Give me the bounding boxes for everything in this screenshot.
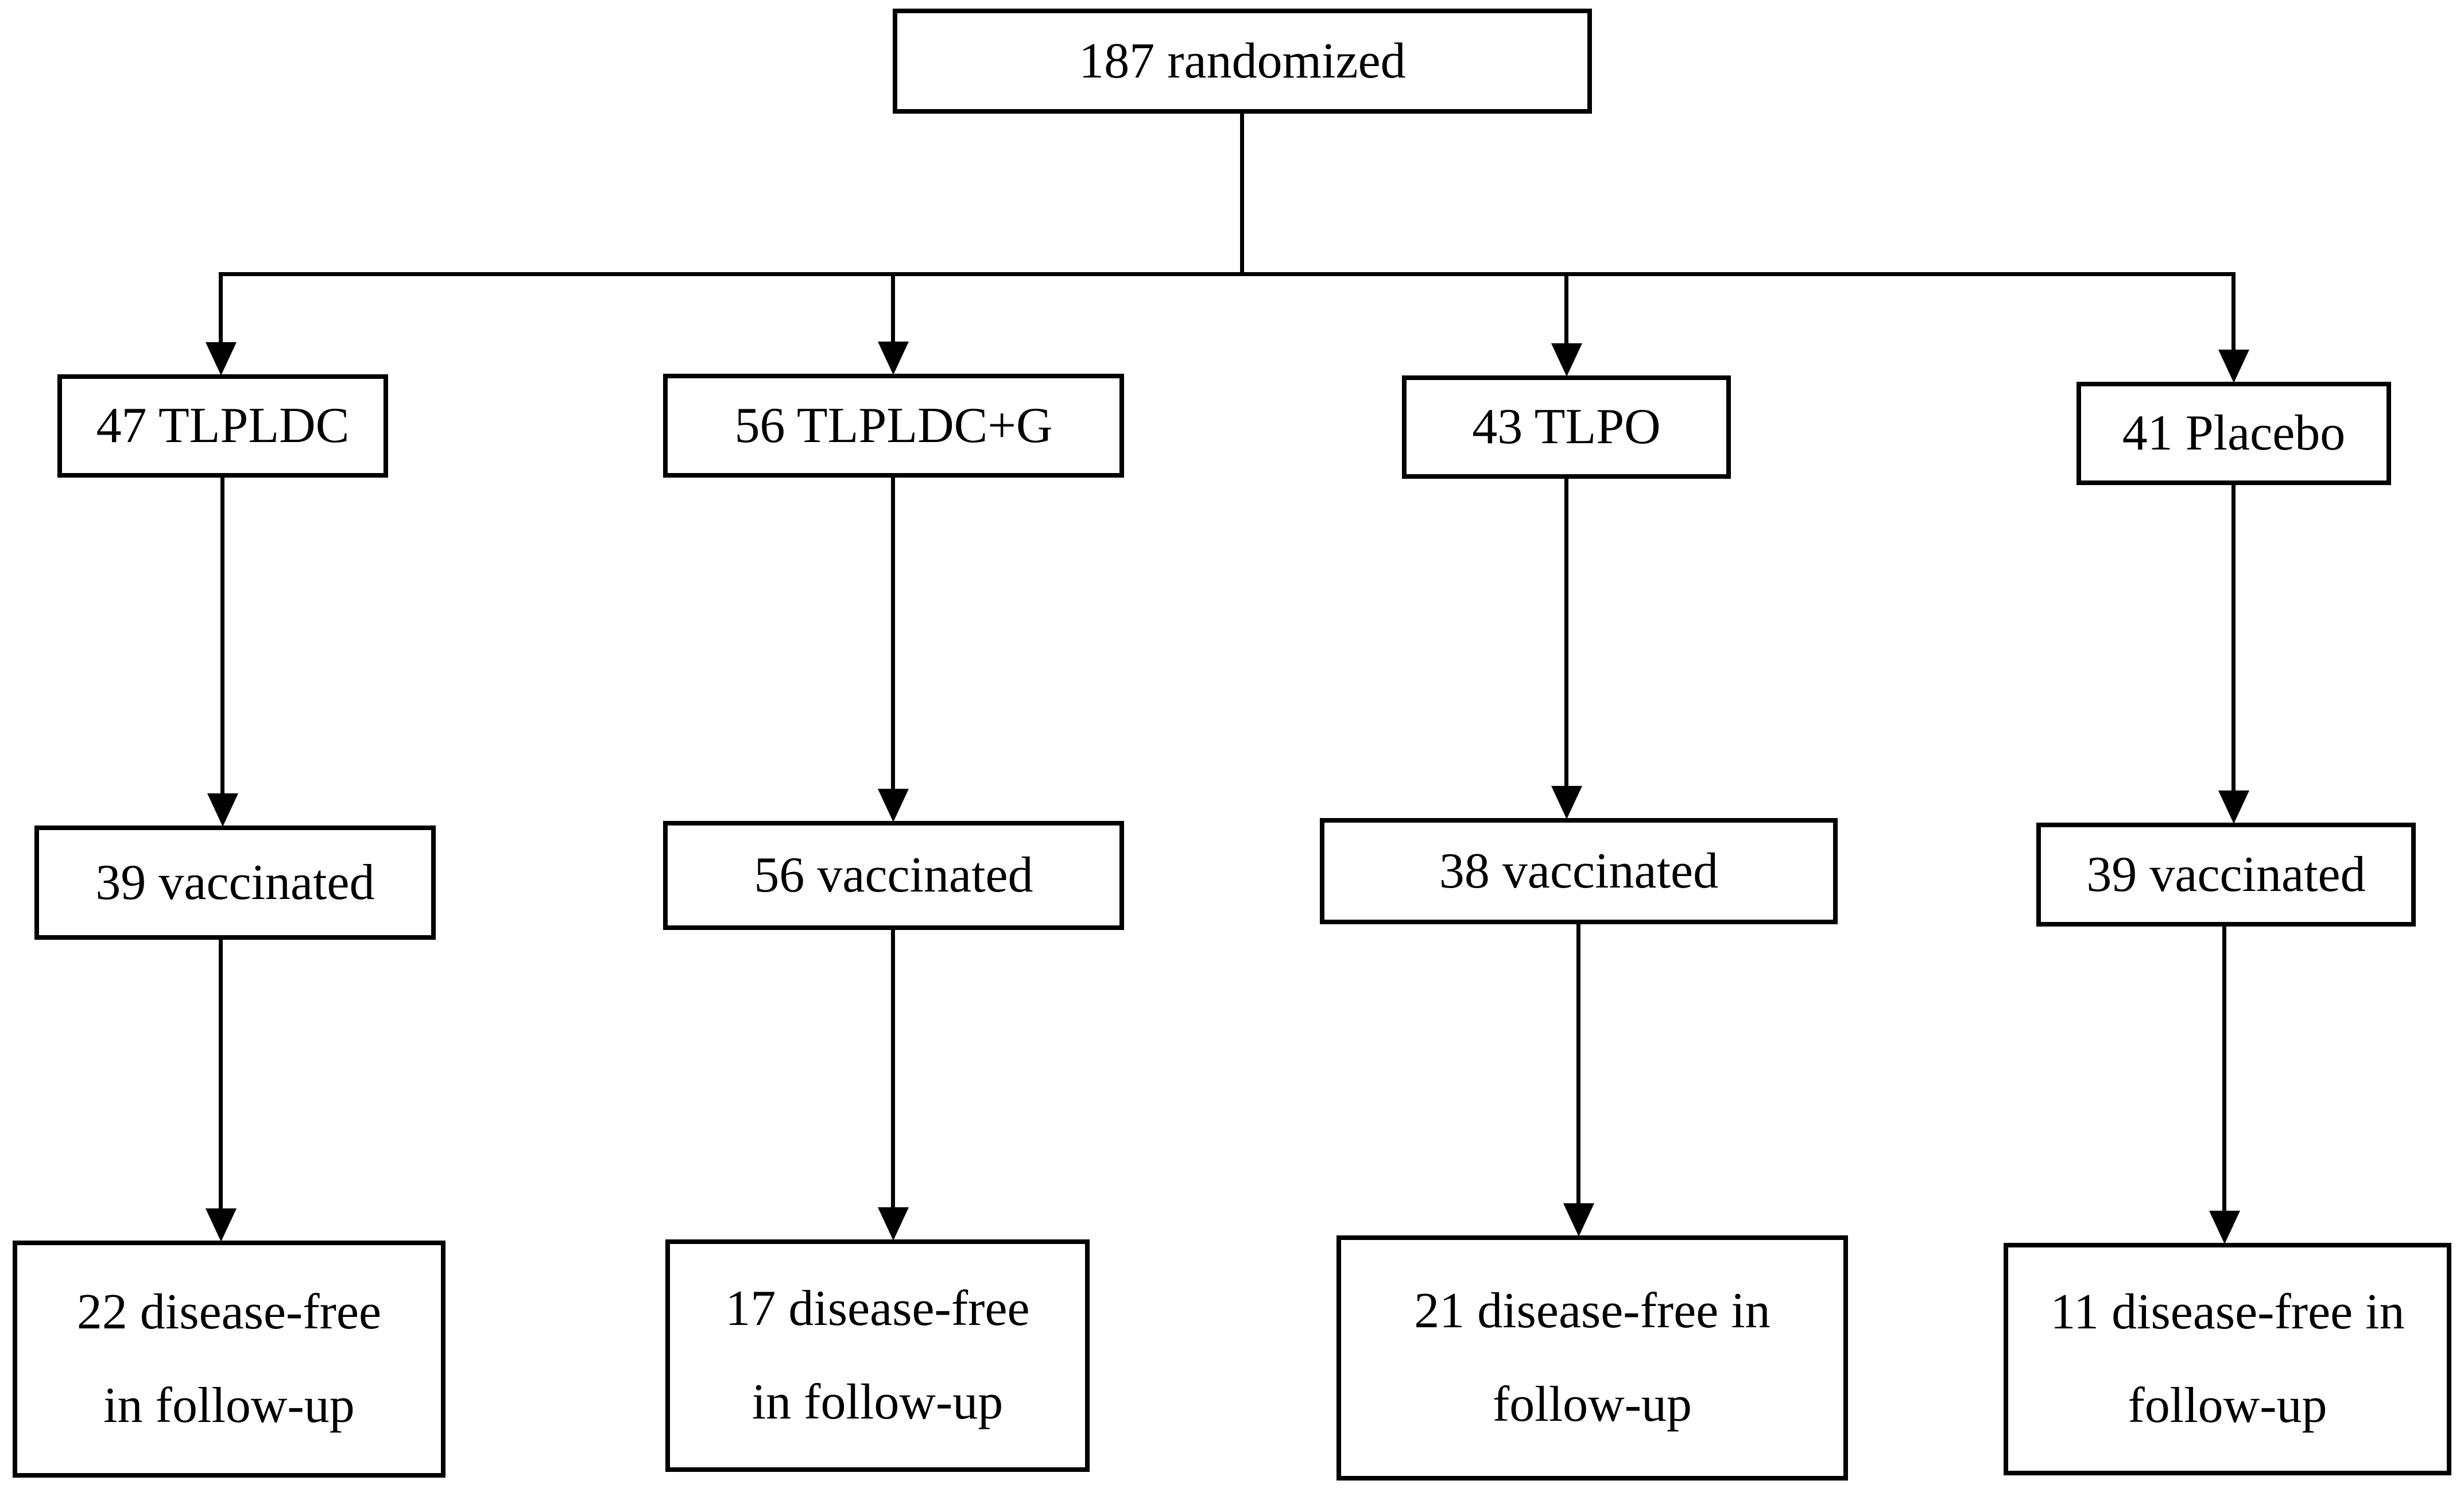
connector-rail-to-assigned-tlpo [1564,272,1568,346]
node-randomized: 187 randomized [893,9,1592,114]
node-vaccinated-placebo: 39 vaccinated [2036,823,2416,927]
connector-vaccinated-to-disease-free-placebo [2222,927,2226,1216]
node-assigned-tlpldc: 47 TLPLDC [57,374,388,478]
arrowhead-vaccinated-tlpldc-g [878,789,909,822]
node-disease-free-tlpldc-g-line1: 17 disease-free [725,1280,1030,1336]
node-disease-free-placebo: 11 disease-free in follow-up [2004,1243,2451,1475]
arrowhead-vaccinated-placebo [2218,790,2249,824]
arrowhead-assigned-tlpldc-g [878,342,909,375]
connector-rail-to-assigned-placebo [2231,272,2236,352]
node-disease-free-placebo-line1: 11 disease-free in [2050,1284,2405,1340]
node-disease-free-tlpldc-line1: 22 disease-free [76,1284,382,1340]
node-vaccinated-tlpo-label: 38 vaccinated [1439,843,1719,899]
node-assigned-placebo: 41 Placebo [2076,382,2391,485]
node-vaccinated-tlpldc: 39 vaccinated [34,826,436,940]
arrowhead-vaccinated-tlpo [1551,786,1582,819]
connector-root-stem [1240,114,1244,274]
connector-assigned-to-vaccinated-placebo [2231,485,2236,796]
connector-vaccinated-to-disease-free-tlpldc [219,940,223,1214]
arrowhead-disease-free-tlpo [1563,1203,1594,1237]
node-assigned-placebo-label: 41 Placebo [2122,405,2346,462]
node-disease-free-tlpo-line1: 21 disease-free in [1414,1282,1770,1339]
connector-assigned-to-vaccinated-tlpo [1564,479,1568,792]
node-assigned-tlpldc-g: 56 TLPLDC+G [663,374,1124,478]
node-vaccinated-tlpldc-g: 56 vaccinated [663,821,1124,930]
arrowhead-assigned-tlpo [1551,343,1582,377]
node-disease-free-tlpldc-g: 17 disease-free in follow-up [665,1239,1090,1472]
arrowhead-assigned-tlpldc [206,342,237,375]
node-assigned-tlpo: 43 TLPO [1402,375,1731,479]
node-disease-free-tlpldc-line2: in follow-up [103,1377,355,1433]
arrowhead-disease-free-tlpldc-g [878,1207,909,1241]
node-assigned-tlpldc-label: 47 TLPLDC [96,398,350,454]
connector-assigned-to-vaccinated-tlpldc [220,478,224,799]
arrowhead-assigned-placebo [2218,350,2249,383]
connector-assigned-to-vaccinated-tlpldc-g [891,478,895,795]
connector-rail-to-assigned-tlpldc [219,272,223,344]
node-disease-free-tlpldc-g-line2: in follow-up [751,1374,1004,1430]
node-disease-free-tlpldc: 22 disease-free in follow-up [13,1241,445,1478]
arrowhead-disease-free-tlpldc [206,1208,237,1242]
connector-vaccinated-to-disease-free-tlpo [1576,924,1580,1209]
arrowhead-vaccinated-tlpldc [207,793,238,827]
connector-rail [221,272,2234,276]
node-assigned-tlpldc-g-label: 56 TLPLDC+G [734,397,1053,454]
arrowhead-disease-free-placebo [2209,1211,2240,1244]
node-assigned-tlpo-label: 43 TLPO [1472,399,1661,455]
node-disease-free-placebo-line2: follow-up [2128,1377,2327,1433]
node-vaccinated-placebo-label: 39 vaccinated [2086,846,2366,902]
node-vaccinated-tlpo: 38 vaccinated [1320,818,1838,924]
node-disease-free-tlpo-line2: follow-up [1492,1376,1692,1432]
node-disease-free-tlpo: 21 disease-free in follow-up [1336,1235,1848,1481]
node-vaccinated-tlpldc-label: 39 vaccinated [95,854,375,910]
connector-rail-to-assigned-tlpldc-g [891,272,895,344]
node-randomized-label: 187 randomized [1079,33,1406,89]
node-vaccinated-tlpldc-g-label: 56 vaccinated [754,847,1033,904]
connector-vaccinated-to-disease-free-tlpldc-g [891,930,895,1213]
